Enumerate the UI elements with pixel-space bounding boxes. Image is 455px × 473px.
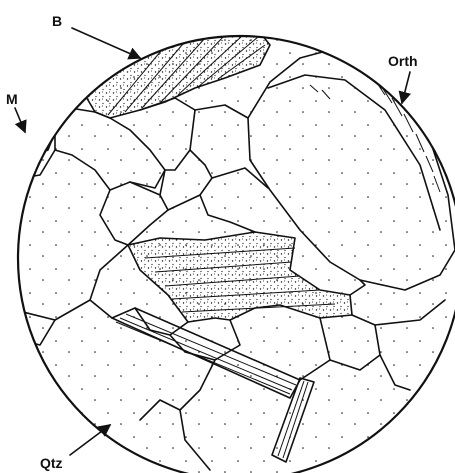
muscovite-cleavage [25, 130, 45, 155]
quartz-leader [70, 425, 110, 455]
label-biotite: B [52, 13, 62, 29]
label-quartz: Qtz [40, 455, 63, 471]
biotite-leader [72, 28, 140, 58]
label-orthoclase: Orth [388, 53, 418, 69]
muscovite-leader [15, 108, 25, 132]
grain-mosaic [15, 35, 455, 473]
orthoclase-leader [402, 72, 410, 103]
label-muscovite: M [6, 91, 18, 107]
